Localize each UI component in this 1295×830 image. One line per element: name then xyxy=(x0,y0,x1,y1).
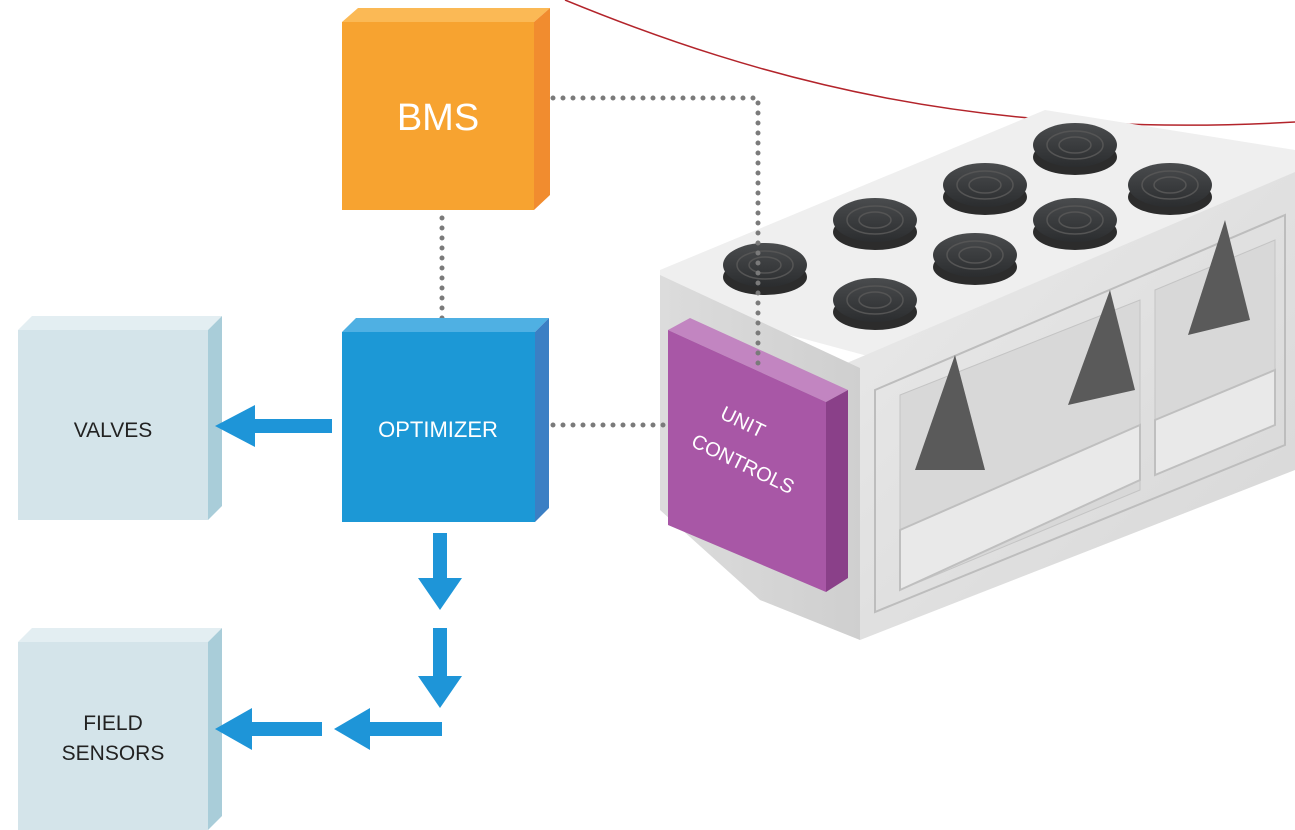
valves-block: VALVES xyxy=(18,316,222,520)
fan-icon xyxy=(833,198,917,250)
field-sensors-label-line2: SENSORS xyxy=(62,742,165,765)
fan-icon xyxy=(943,163,1027,215)
chiller-side-panel xyxy=(874,213,1286,614)
fan-icon xyxy=(1033,198,1117,250)
optimizer-block: OPTIMIZER xyxy=(342,318,549,522)
triangle-cutout xyxy=(1068,290,1135,405)
fan-icon xyxy=(833,278,917,330)
bms-label: BMS xyxy=(397,97,479,139)
arrow-to-field-sensors xyxy=(215,708,322,750)
triangle-cutout xyxy=(915,355,985,470)
opening xyxy=(1154,368,1276,477)
unit-controls-block: UNIT CONTROLS xyxy=(668,318,848,592)
valves-label: VALVES xyxy=(74,419,153,442)
optimizer-label: OPTIMIZER xyxy=(378,417,498,442)
field-sensors-label-line1: FIELD xyxy=(83,712,143,735)
triangle-cutout xyxy=(1188,220,1250,335)
arrow-left-1 xyxy=(334,708,442,750)
field-sensors-block: FIELD SENSORS xyxy=(18,628,222,830)
dotted-connectors xyxy=(439,95,761,428)
bms-block: BMS xyxy=(342,8,550,210)
arrow-down-1 xyxy=(418,533,462,610)
bms-to-unit-controls-link xyxy=(540,95,761,373)
fan-icon xyxy=(1128,163,1212,215)
fan-icon xyxy=(1033,123,1117,175)
flow-arrows xyxy=(215,405,462,750)
fan-icon xyxy=(933,233,1017,285)
arrow-to-valves xyxy=(215,405,332,447)
arrow-down-2 xyxy=(418,628,462,708)
decorative-curve xyxy=(564,0,1295,126)
opening xyxy=(899,423,1141,592)
fan-icon xyxy=(723,243,807,295)
fan-array xyxy=(723,123,1212,330)
